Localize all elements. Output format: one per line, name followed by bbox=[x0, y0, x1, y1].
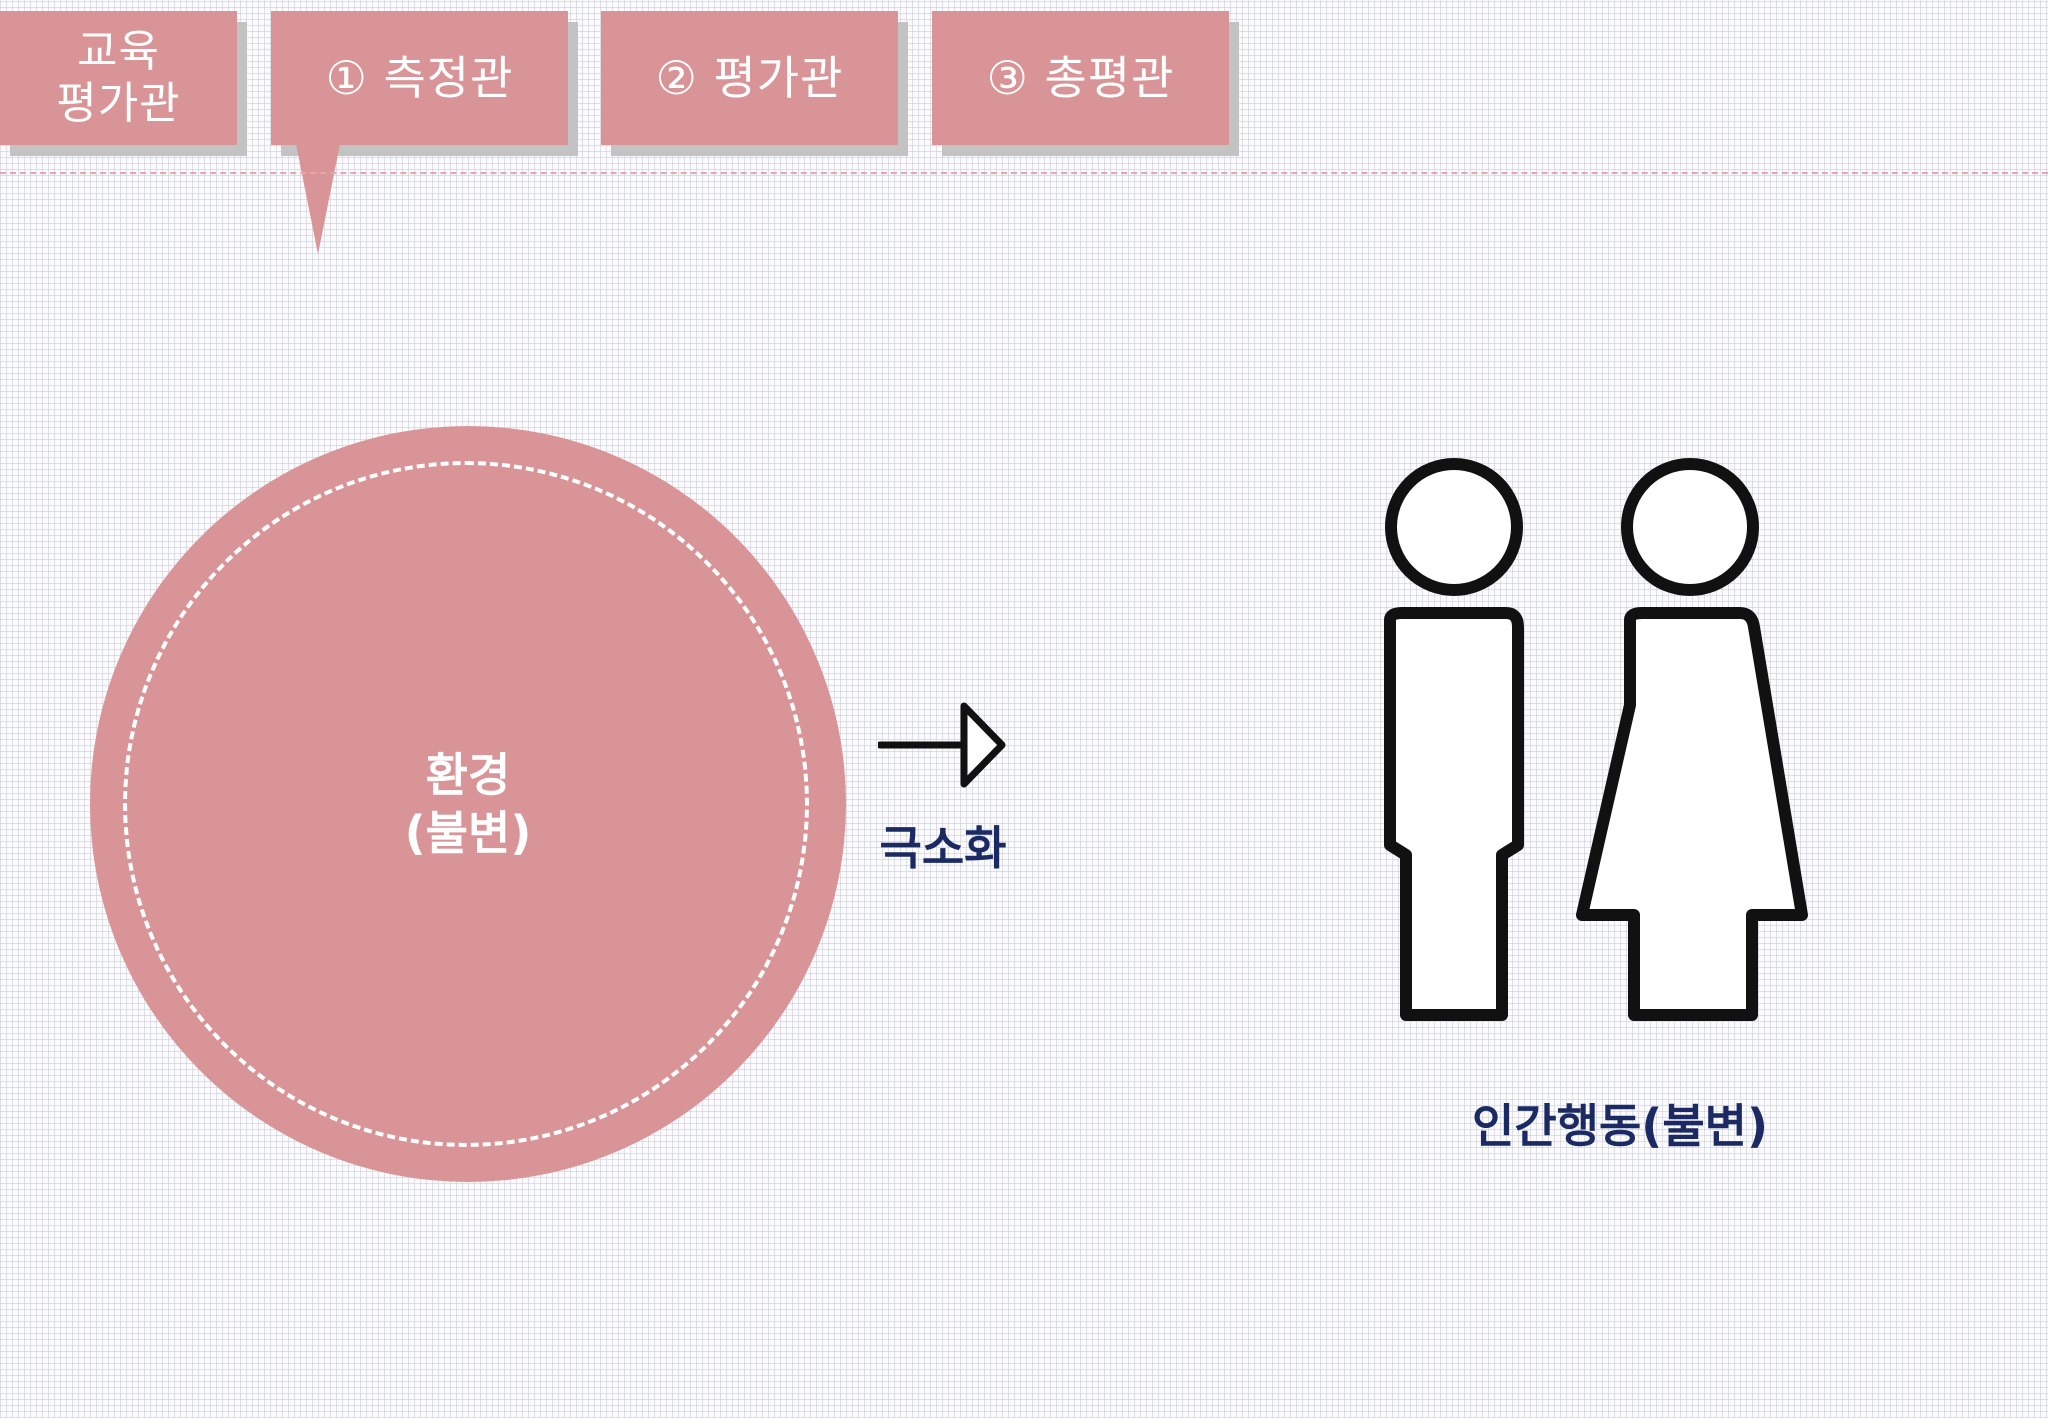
right-arrow-icon bbox=[878, 702, 1006, 788]
environment-label-line1: 환경 bbox=[425, 748, 511, 802]
tab-measurement[interactable]: ① 측정관 bbox=[271, 11, 568, 145]
tab-education-evaluation[interactable]: 교육 평가관 bbox=[0, 11, 237, 145]
tab-assessment[interactable]: ③ 총평관 bbox=[932, 11, 1229, 145]
environment-label: 환경 (불변) bbox=[90, 426, 846, 1182]
header-divider bbox=[0, 172, 2048, 174]
man-icon bbox=[1384, 458, 1524, 1021]
human-behavior-label: 인간행동(불변) bbox=[1472, 1099, 1768, 1153]
tab-assessment-label: ③ 총평관 bbox=[986, 51, 1175, 105]
environment-label-line2: (불변) bbox=[404, 806, 532, 860]
people-icon bbox=[1384, 458, 1808, 1021]
tab-measurement-label: ① 측정관 bbox=[325, 51, 514, 105]
tab-evaluation-label: ② 평가관 bbox=[655, 51, 844, 105]
tab-home-line2: 평가관 bbox=[56, 78, 181, 129]
active-tab-pointer-icon bbox=[296, 144, 340, 254]
environment-circle-dashed-ring bbox=[123, 461, 809, 1147]
minimize-label: 극소화 bbox=[879, 821, 1007, 875]
tab-evaluation[interactable]: ② 평가관 bbox=[601, 11, 898, 145]
woman-icon bbox=[1576, 458, 1808, 1021]
tab-home-line1: 교육 bbox=[77, 26, 160, 77]
